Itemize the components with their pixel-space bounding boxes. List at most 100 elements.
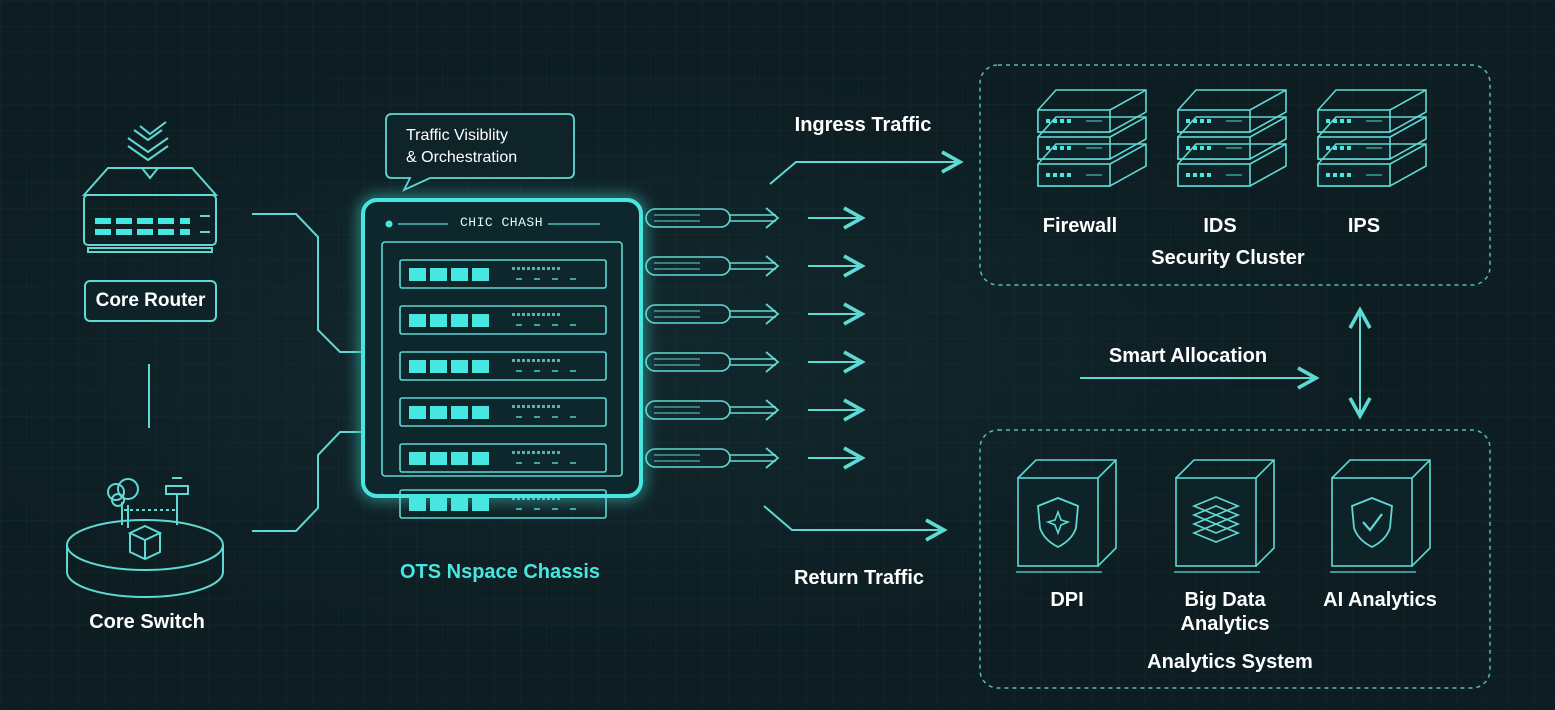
- module-port: [472, 406, 489, 419]
- ips-label: IPS: [1347, 215, 1381, 237]
- core-switch-label: Core Switch: [89, 611, 205, 633]
- security-cluster-box: [979, 64, 1491, 286]
- module-port: [451, 360, 468, 373]
- ai-analytics-label: AI Analytics: [1323, 589, 1437, 611]
- chassis-module: [399, 259, 607, 289]
- server-led: [1347, 146, 1351, 150]
- output-cable: [645, 206, 866, 230]
- module-port: [472, 268, 489, 281]
- server-stack-icon: [1177, 89, 1287, 187]
- module-port: [430, 498, 447, 511]
- layers-icon: [1174, 459, 1275, 573]
- server-led: [1340, 119, 1344, 123]
- server-led: [1053, 119, 1057, 123]
- cable-arrowhead: [765, 351, 780, 373]
- cable-plug: [645, 208, 731, 228]
- module-port: [451, 406, 468, 419]
- shield-check-icon: [1330, 459, 1431, 573]
- big-data-analytics-label: Big Data Analytics: [1160, 588, 1290, 636]
- callout-bubble: [385, 113, 575, 192]
- server-led: [1326, 119, 1330, 123]
- cable-plug: [645, 448, 731, 468]
- module-port: [409, 314, 426, 327]
- module-port: [451, 452, 468, 465]
- chassis-header: CHIC CHASH: [460, 215, 544, 230]
- core-router-icon: [81, 121, 219, 253]
- server-led: [1333, 146, 1337, 150]
- server-led: [1200, 146, 1204, 150]
- chassis-module: [399, 489, 607, 519]
- server-led: [1193, 173, 1197, 177]
- dpi-label: DPI: [1050, 589, 1084, 611]
- module-port: [409, 268, 426, 281]
- security-servers: [1037, 89, 1427, 187]
- server-led: [1067, 119, 1071, 123]
- module-port: [451, 314, 468, 327]
- server-led: [1060, 146, 1064, 150]
- server-led: [1193, 146, 1197, 150]
- shield-shape: [1351, 497, 1393, 549]
- chassis-module: [399, 443, 607, 473]
- chassis-module: [399, 305, 607, 335]
- callout-text: Traffic Visiblity & Orchestration: [406, 125, 517, 169]
- star-shape: [1045, 509, 1071, 536]
- output-cable: [645, 254, 866, 278]
- server-led: [1046, 119, 1050, 123]
- module-port: [409, 498, 426, 511]
- server-led: [1186, 119, 1190, 123]
- output-cable: [645, 446, 866, 470]
- module-port: [472, 314, 489, 327]
- server-led: [1326, 146, 1330, 150]
- cable-arrowhead: [765, 255, 780, 277]
- layer-shape: [1191, 496, 1241, 516]
- module-port: [430, 360, 447, 373]
- router-to-chassis-link: [252, 213, 362, 353]
- server-led: [1200, 173, 1204, 177]
- module-port: [472, 360, 489, 373]
- big-data-line-1: Big Data: [1184, 589, 1266, 611]
- cable-plug: [645, 304, 731, 324]
- chassis-name: OTS Nspace Chassis: [399, 561, 601, 583]
- cable-plug: [645, 256, 731, 276]
- return-label: Return Traffic: [793, 567, 925, 589]
- check-shape: [1362, 513, 1383, 532]
- server-led: [1067, 146, 1071, 150]
- server-led: [1067, 173, 1071, 177]
- output-cable: [645, 350, 866, 374]
- ingress-arrow: [769, 150, 964, 185]
- firewall-label: Firewall: [1042, 215, 1118, 237]
- core-switch-icon: [66, 477, 224, 598]
- module-port: [430, 314, 447, 327]
- cable-arrowhead: [765, 399, 780, 421]
- module-port: [409, 360, 426, 373]
- switch-to-chassis-link: [252, 431, 362, 532]
- security-cluster-title: Security Cluster: [1151, 247, 1305, 269]
- smart-allocation-label: Smart Allocation: [1108, 345, 1268, 367]
- cable-arrowhead: [765, 303, 780, 325]
- server-led: [1053, 146, 1057, 150]
- server-led: [1046, 173, 1050, 177]
- layer-shape: [1191, 514, 1241, 534]
- server-led: [1053, 173, 1057, 177]
- module-port: [472, 452, 489, 465]
- shield-star-icon: [1016, 459, 1117, 573]
- server-led: [1200, 119, 1204, 123]
- server-led: [1193, 119, 1197, 123]
- chassis-frame: [361, 198, 643, 498]
- chassis-module: [399, 397, 607, 427]
- server-stack-icon: [1317, 89, 1427, 187]
- server-led: [1347, 173, 1351, 177]
- server-led: [1340, 146, 1344, 150]
- server-led: [1186, 146, 1190, 150]
- layer-shape: [1191, 523, 1241, 543]
- cable-arrowhead: [765, 207, 780, 229]
- server-led: [1333, 173, 1337, 177]
- layer-shape: [1191, 505, 1241, 525]
- callout-line-2: & Orchestration: [406, 149, 518, 166]
- output-cable: [645, 302, 866, 326]
- server-led: [1333, 119, 1337, 123]
- cable-arrowhead: [765, 447, 780, 469]
- output-cable: [645, 398, 866, 422]
- module-port: [430, 452, 447, 465]
